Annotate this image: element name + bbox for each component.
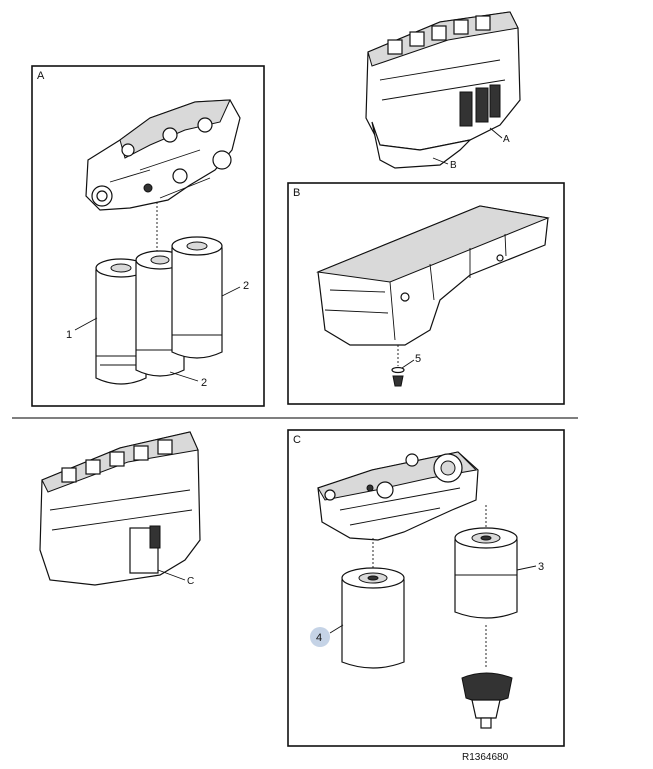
fuel-filter-3 [454, 527, 518, 619]
engine-overview-bottom: C [39, 431, 201, 587]
panel-a: A [31, 65, 265, 407]
oil-filter-1 [95, 258, 147, 385]
callout-4-highlight [310, 627, 330, 647]
drain-plug [391, 366, 405, 387]
fuel-filter-4 [341, 567, 405, 669]
panel-b: B 5 [287, 182, 565, 405]
engine-callout-c: C [187, 576, 194, 587]
panel-c: C [287, 429, 565, 747]
callout-1: 1 [66, 329, 72, 341]
engine-callout-a: A [503, 134, 510, 145]
callout-3: 3 [538, 561, 544, 573]
callout-5: 5 [415, 353, 421, 365]
water-separator-bowl [461, 672, 513, 729]
engine-callout-b: B [450, 160, 457, 171]
panel-b-frame [287, 182, 565, 405]
reference-number: R1364680 [462, 752, 509, 763]
panel-c-frame [287, 429, 565, 747]
engine-overview-top: A B [365, 11, 521, 171]
panel-a-frame [31, 65, 265, 407]
panel-a-letter: A [37, 70, 45, 82]
oil-filter-head [85, 99, 241, 211]
callout-4: 4 [316, 632, 322, 644]
callout-2-upper: 2 [243, 280, 249, 292]
fuel-filter-housing [317, 451, 479, 541]
panel-c-letter: C [293, 434, 301, 446]
oil-filter-2-right [171, 236, 223, 359]
panel-b-letter: B [293, 187, 300, 199]
oil-pan [316, 205, 550, 346]
callout-2-lower: 2 [201, 377, 207, 389]
